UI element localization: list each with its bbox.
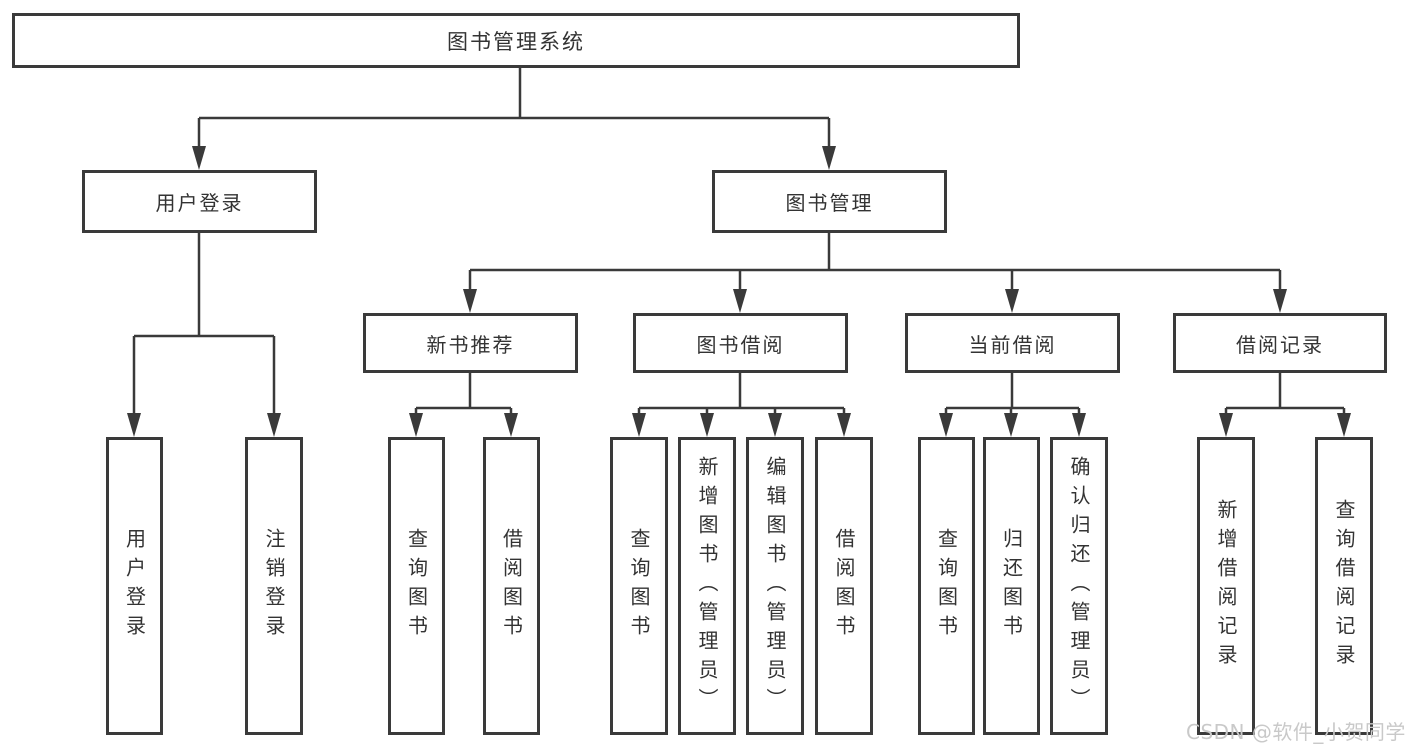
node-label: 图书管理系统 [447,29,585,54]
node-label: 归还图书 [999,528,1024,644]
connector-current-borrowing-children [939,373,1086,437]
csdn-watermark: CSDN @软件_小贺同学 [1186,720,1405,744]
node-label: 注销登录 [262,528,286,644]
node-label: 确认归还（管理员） [1067,455,1091,717]
node-label: 用户登录 [122,528,147,644]
node-label: 查询图书 [627,528,651,644]
leaf-borrowing-query-books: 查询图书 [610,437,668,735]
node-label: 图书管理 [785,191,874,215]
connector-book-borrowing-children [632,373,851,437]
connector-user-login-children [127,233,281,437]
connector-borrowing-records-children [1219,373,1351,437]
node-book-borrowing: 图书借阅 [633,313,848,373]
node-label: 新书推荐 [426,332,515,357]
node-label: 图书借阅 [696,332,785,357]
node-label: 查询图书 [404,528,429,644]
node-label: 借阅图书 [832,528,856,644]
node-library-management-system: 图书管理系统 [12,13,1020,68]
node-label: 用户登录 [155,191,244,215]
node-current-borrowing: 当前借阅 [905,313,1120,373]
node-label: 编辑图书（管理员） [763,455,787,717]
node-label: 当前借阅 [968,332,1057,357]
leaf-borrowing-borrow-books: 借阅图书 [815,437,873,735]
node-label: 借阅图书 [499,528,524,644]
leaf-records-query-record: 查询借阅记录 [1315,437,1373,735]
connector-new-book-children [409,373,518,437]
leaf-current-return-books: 归还图书 [983,437,1040,735]
node-label: 查询借阅记录 [1332,499,1356,673]
node-user-login: 用户登录 [82,170,317,233]
leaf-records-add-record: 新增借阅记录 [1197,437,1255,735]
node-label: 新增借阅记录 [1214,499,1238,673]
node-borrowing-records: 借阅记录 [1173,313,1387,373]
node-label: 新增图书（管理员） [695,455,719,717]
connector-book-management-children [463,233,1287,313]
node-new-book-recommend: 新书推荐 [363,313,578,373]
leaf-new-book-query-books: 查询图书 [388,437,445,735]
node-book-management: 图书管理 [712,170,947,233]
leaf-new-book-borrow-books: 借阅图书 [483,437,540,735]
leaf-current-query-books: 查询图书 [918,437,975,735]
leaf-borrowing-edit-books: 编辑图书（管理员） [746,437,804,735]
node-label: 借阅记录 [1236,332,1324,357]
leaf-user-login: 用户登录 [106,437,163,735]
leaf-borrowing-add-books: 新增图书（管理员） [678,437,736,735]
node-label: 查询图书 [934,528,959,644]
leaf-current-confirm-return: 确认归还（管理员） [1050,437,1108,735]
leaf-logout: 注销登录 [245,437,303,735]
connector-root-to-level2 [192,68,836,170]
